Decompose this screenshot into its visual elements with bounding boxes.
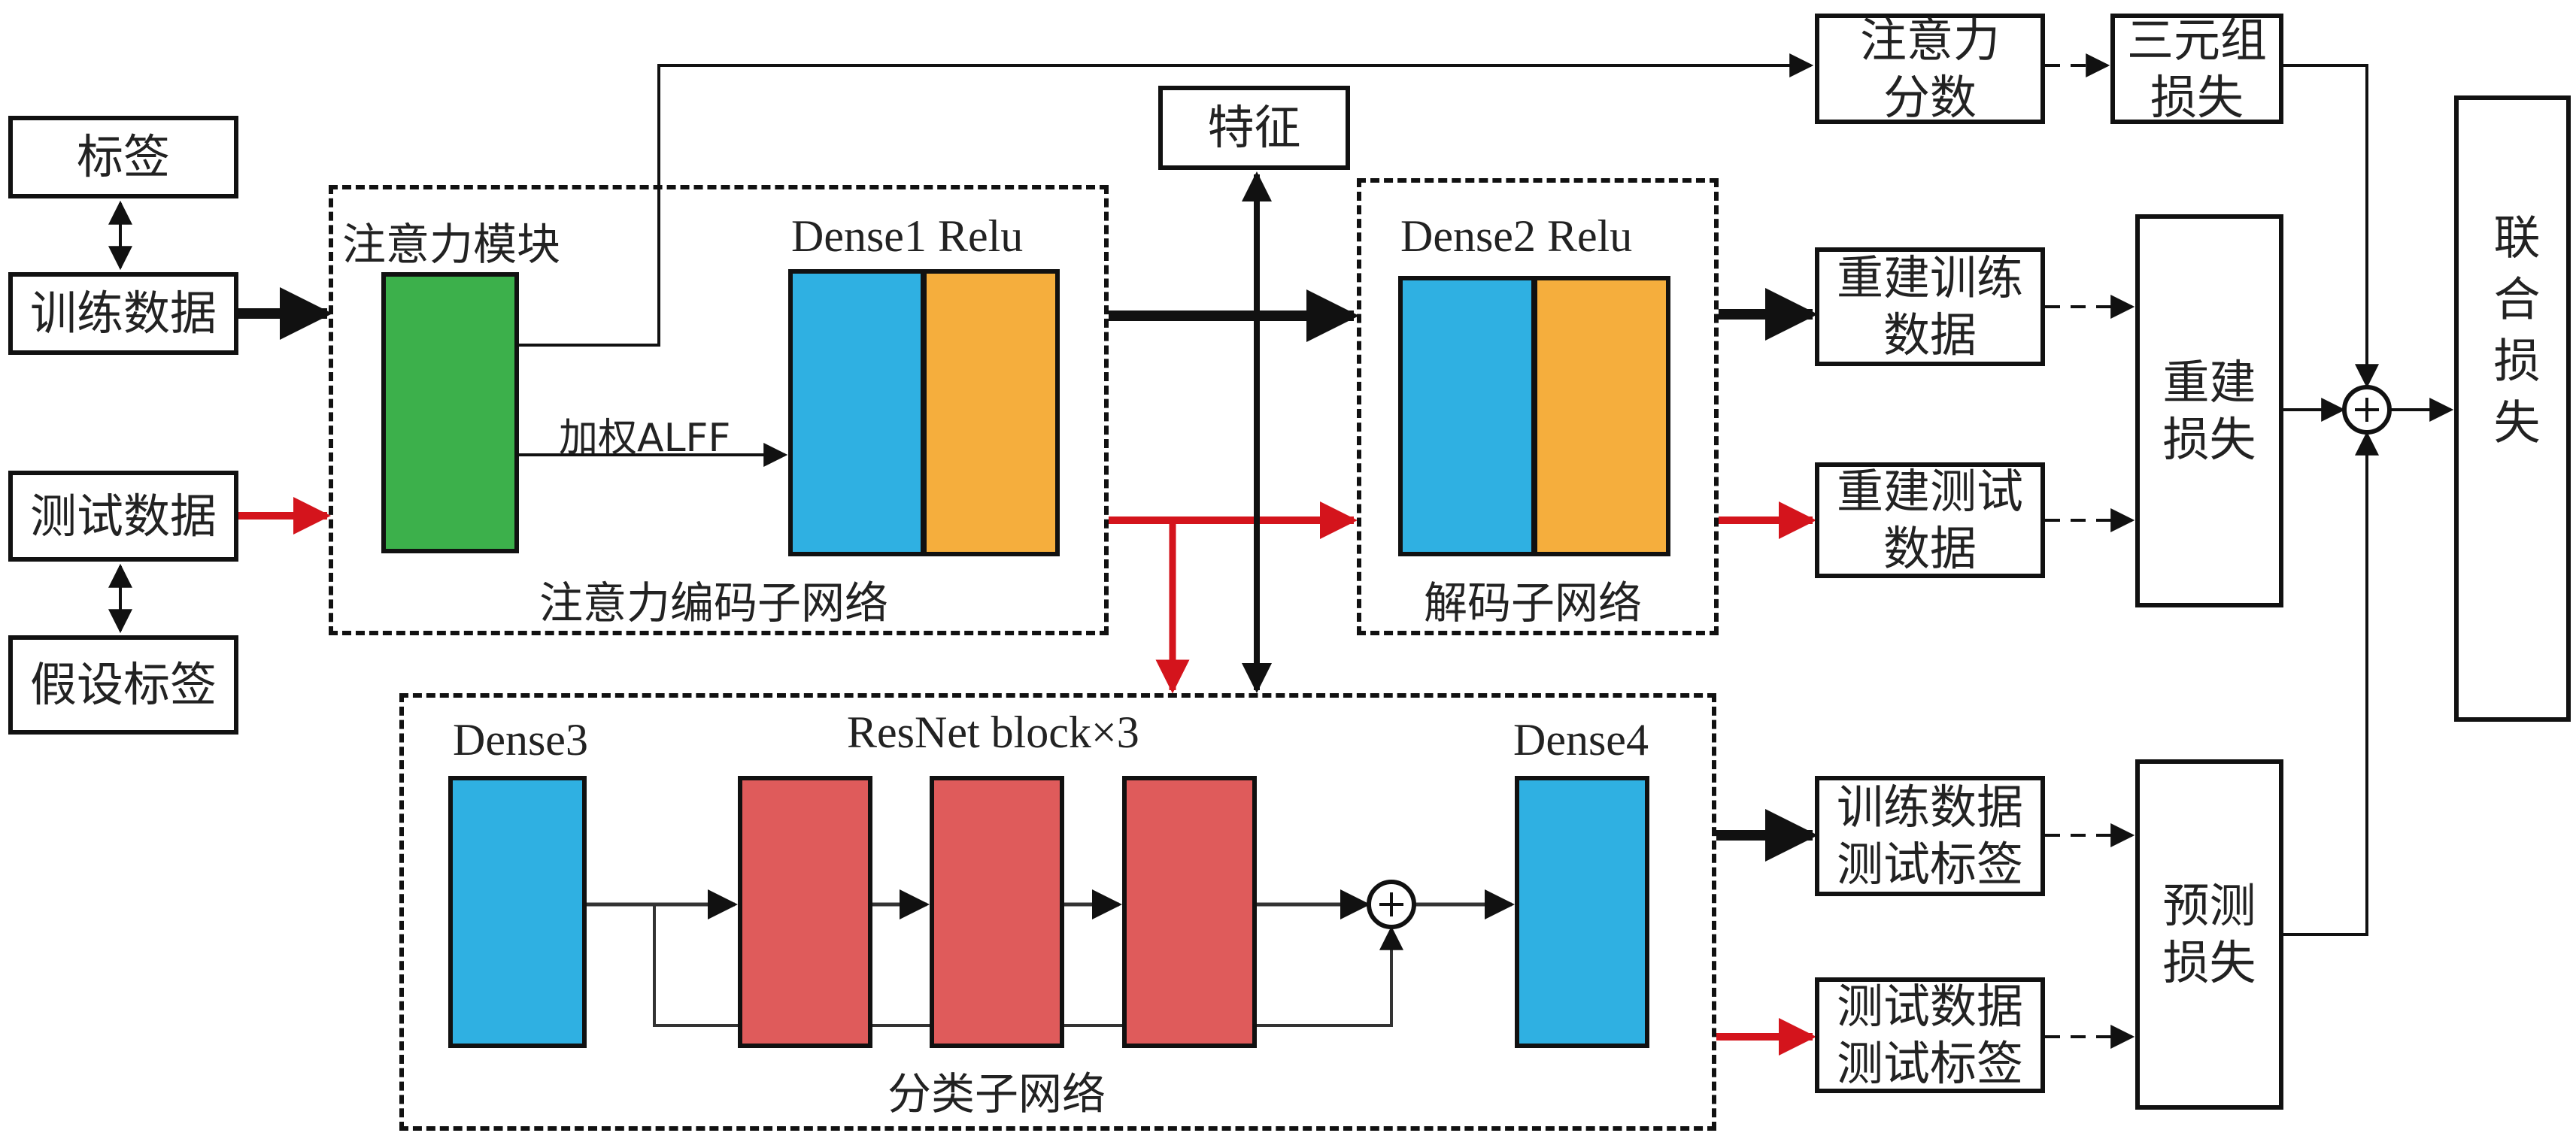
feature-box: 特征 xyxy=(1158,86,1350,170)
encoder-title: 注意力编码子网络 xyxy=(539,577,889,629)
resnet-block-2 xyxy=(930,776,1064,1048)
dense3-label: Dense3 xyxy=(453,715,588,765)
recon-loss-line1: 重建 xyxy=(2162,354,2256,410)
attention-score-line1: 注意力 xyxy=(1859,12,2000,68)
recon-train-line1: 重建训练 xyxy=(1836,250,2023,305)
train-pred-line2: 测试标签 xyxy=(1836,837,2023,892)
attention-score-line xyxy=(519,53,1814,347)
triplet-to-sum-line xyxy=(2283,64,2379,389)
pred-loss-box: 预测 损失 xyxy=(2135,759,2283,1110)
relu1-block xyxy=(922,269,1060,556)
dense2-block xyxy=(1398,276,1536,556)
dense2-label: Dense2 Relu xyxy=(1400,211,1633,261)
train-data-box: 训练数据 xyxy=(8,272,238,355)
pred-loss-to-sum-line xyxy=(2283,431,2379,936)
attention-score-line2: 分数 xyxy=(1883,69,1977,125)
dense4-label: Dense4 xyxy=(1513,715,1649,765)
resnet-label: ResNet block×3 xyxy=(847,707,1139,757)
classifier-subnetwork xyxy=(399,693,1716,1131)
resnet-block-1 xyxy=(738,776,872,1048)
dense1-label: Dense1 Relu xyxy=(791,211,1024,261)
dense1-block xyxy=(788,269,925,556)
test-data-box: 测试数据 xyxy=(8,471,238,562)
pred-loss-line1: 预测 xyxy=(2162,878,2256,933)
triplet-loss-line1: 三元组 xyxy=(2126,12,2267,68)
recon-test-box: 重建测试 数据 xyxy=(1815,462,2045,578)
attention-module-label: 注意力模块 xyxy=(342,219,561,270)
dense3-block xyxy=(448,776,587,1048)
pseudo-label-box: 假设标签 xyxy=(8,635,238,735)
attention-score-box: 注意力 分数 xyxy=(1815,12,2045,125)
resnet-block-3 xyxy=(1122,776,1257,1048)
triplet-loss-box: 三元组 损失 xyxy=(2110,12,2283,125)
recon-train-box: 重建训练 数据 xyxy=(1815,247,2045,366)
joint-loss-text: 联合损失 xyxy=(2485,213,2541,459)
test-pred-line2: 测试标签 xyxy=(1836,1036,2023,1091)
joint-loss-box: 联合损失 xyxy=(2454,95,2571,722)
train-pred-line1: 训练数据 xyxy=(1836,780,2023,835)
dense4-block xyxy=(1515,776,1649,1048)
recon-test-line2: 数据 xyxy=(1883,521,1977,576)
attention-block xyxy=(381,272,519,553)
test-data-text: 测试数据 xyxy=(29,488,217,544)
weighted-alff-label: 加权ALFF xyxy=(559,416,731,461)
recon-test-line1: 重建测试 xyxy=(1836,464,2023,519)
decoder-subnetwork xyxy=(1357,178,1719,635)
decoder-title: 解码子网络 xyxy=(1424,577,1643,629)
pseudo-label-text: 假设标签 xyxy=(29,657,217,712)
recon-loss-line2: 损失 xyxy=(2162,411,2256,467)
recon-loss-box: 重建 损失 xyxy=(2135,214,2283,607)
train-pred-box: 训练数据 测试标签 xyxy=(1815,776,2045,896)
test-pred-line1: 测试数据 xyxy=(1836,979,2023,1034)
feature-text: 特征 xyxy=(1207,100,1301,155)
test-pred-box: 测试数据 测试标签 xyxy=(1815,977,2045,1093)
encoder-subnetwork xyxy=(329,185,1109,635)
train-data-text: 训练数据 xyxy=(29,286,217,341)
pred-loss-line2: 损失 xyxy=(2162,935,2256,990)
classifier-title: 分类子网络 xyxy=(887,1068,1106,1119)
relu2-block xyxy=(1533,276,1670,556)
label-box: 标签 xyxy=(8,116,238,198)
recon-train-line2: 数据 xyxy=(1883,307,1977,362)
label-text: 标签 xyxy=(76,129,170,184)
triplet-loss-line2: 损失 xyxy=(2150,69,2244,125)
